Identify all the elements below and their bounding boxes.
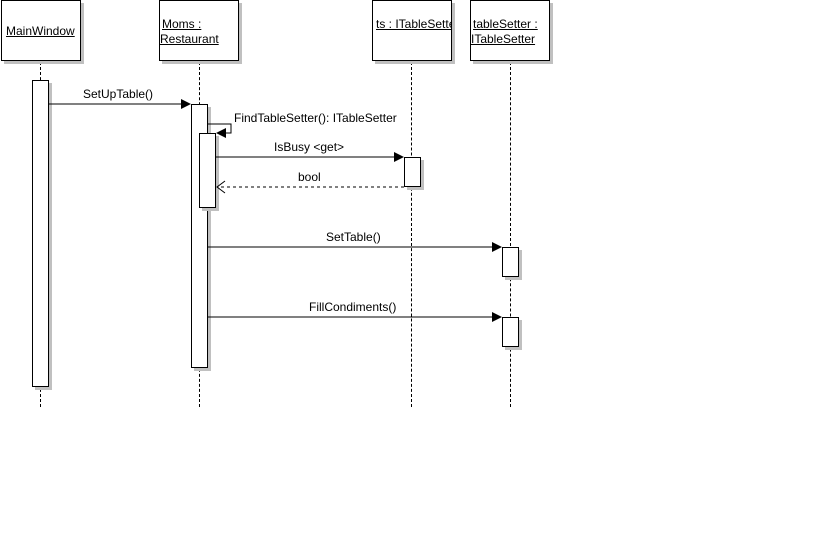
- message-fillcondiments-arrow[interactable]: [208, 312, 502, 322]
- object-label-line2: Restaurant: [160, 32, 219, 46]
- object-label: MainWindow: [6, 24, 75, 38]
- message-label-setuptable: SetUpTable(): [83, 87, 154, 101]
- message-label-findtablesetter: FindTableSetter(): ITableSetter: [234, 111, 397, 125]
- object-label: ts : ITableSetter: [376, 17, 452, 31]
- object-label-line1: tableSetter :: [473, 17, 538, 31]
- object-mainwindow[interactable]: MainWindow: [1, 0, 81, 61]
- message-label-fillcondiments: FillCondiments(): [309, 300, 397, 314]
- activation-moms-nested[interactable]: [199, 133, 216, 208]
- object-label-line2: ITableSetter: [471, 32, 536, 46]
- activation-mainwindow[interactable]: [32, 80, 49, 387]
- object-moms-restaurant[interactable]: Moms : Restaurant: [159, 0, 239, 61]
- object-ts-itablesetter[interactable]: ts : ITableSetter: [372, 0, 452, 61]
- message-settable-arrow[interactable]: [208, 242, 502, 252]
- message-label-isbusy: IsBusy <get>: [274, 140, 345, 154]
- activation-tablesetter-2[interactable]: [502, 317, 519, 347]
- message-isbusy-arrow[interactable]: [216, 152, 404, 162]
- message-setuptable-arrow[interactable]: [49, 99, 191, 109]
- message-bool-return-arrow[interactable]: [216, 180, 404, 194]
- activation-tablesetter-1[interactable]: [502, 247, 519, 277]
- activation-ts[interactable]: [404, 157, 421, 187]
- message-findtablesetter-arrow[interactable]: [208, 123, 232, 138]
- message-label-settable: SetTable(): [326, 230, 381, 244]
- message-label-bool: bool: [298, 170, 321, 184]
- lifeline-ts: [411, 62, 412, 407]
- object-label-line1: Moms :: [162, 17, 202, 31]
- object-tablesetter-itablesetter[interactable]: tableSetter : ITableSetter: [470, 0, 550, 61]
- lifeline-tablesetter: [510, 62, 511, 407]
